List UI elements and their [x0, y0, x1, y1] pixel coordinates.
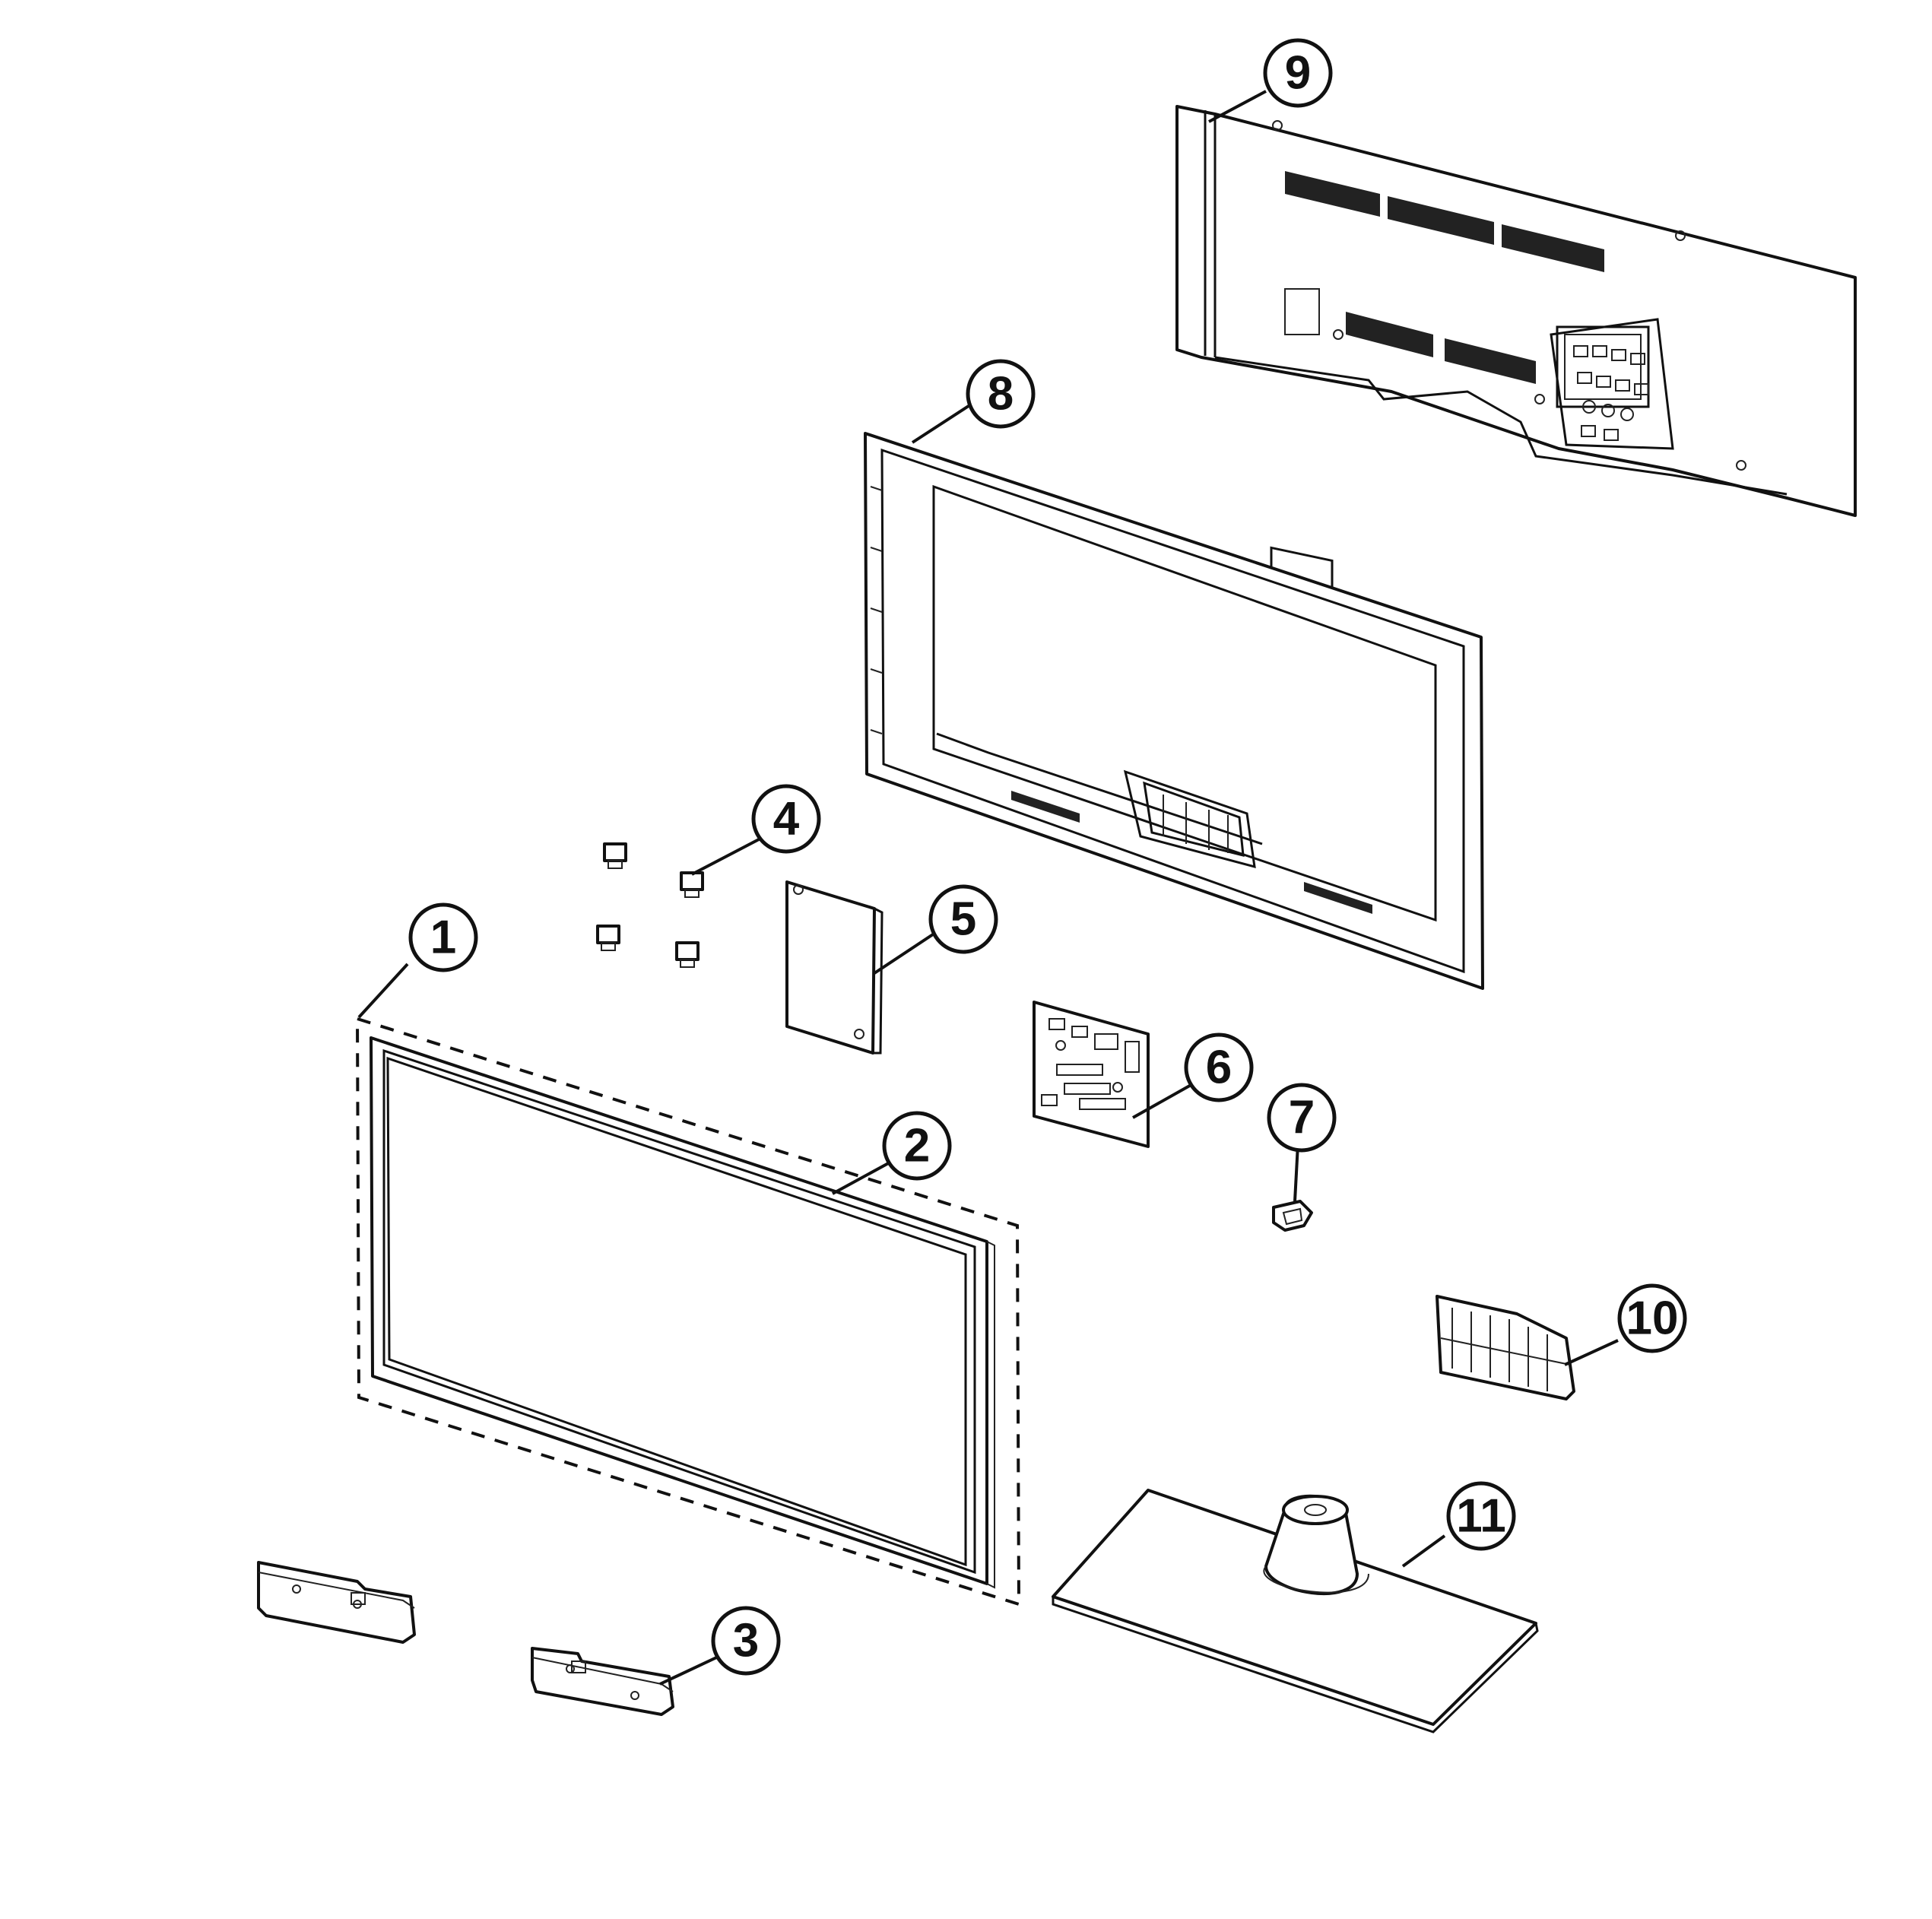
callout-11-label: 11: [1456, 1490, 1506, 1543]
callout-6: 6: [1184, 1032, 1254, 1102]
callout-3: 3: [711, 1606, 781, 1676]
callout-10: 10: [1617, 1283, 1687, 1353]
callout-2: 2: [882, 1111, 952, 1181]
callout-9-label: 9: [1285, 47, 1311, 100]
part-1-panel-assembly: [355, 1017, 1021, 1607]
callout-10-label: 10: [1626, 1293, 1679, 1345]
callout-8: 8: [966, 359, 1036, 429]
leader-lines: [357, 90, 1619, 1686]
part-3-brackets: [257, 1561, 674, 1716]
callout-5: 5: [928, 884, 998, 954]
callout-5-label: 5: [950, 893, 976, 946]
part-9-rear-cover: [1175, 105, 1857, 635]
callout-7-label: 7: [1289, 1092, 1315, 1144]
part-7-bracket: [1272, 1200, 1313, 1232]
callout-1-label: 1: [430, 912, 456, 964]
callout-7: 7: [1267, 1083, 1337, 1153]
part-5-board: [785, 880, 884, 1055]
part-4-clips: [596, 842, 704, 968]
callout-4-label: 4: [773, 793, 800, 845]
callout-11: 11: [1446, 1481, 1516, 1551]
callout-1: 1: [408, 902, 478, 972]
callout-3-label: 3: [733, 1615, 759, 1667]
part-8-front-bezel: [864, 432, 1484, 990]
part-11-stand-base: [1052, 1489, 1539, 1733]
callout-4: 4: [751, 784, 821, 854]
callout-6-label: 6: [1206, 1042, 1232, 1094]
callout-2-label: 2: [904, 1120, 930, 1172]
callout-9: 9: [1263, 38, 1333, 108]
part-6-main-board: [1033, 1001, 1150, 1148]
callout-8-label: 8: [988, 368, 1014, 420]
part-10-stand-cover: [1436, 1295, 1575, 1400]
